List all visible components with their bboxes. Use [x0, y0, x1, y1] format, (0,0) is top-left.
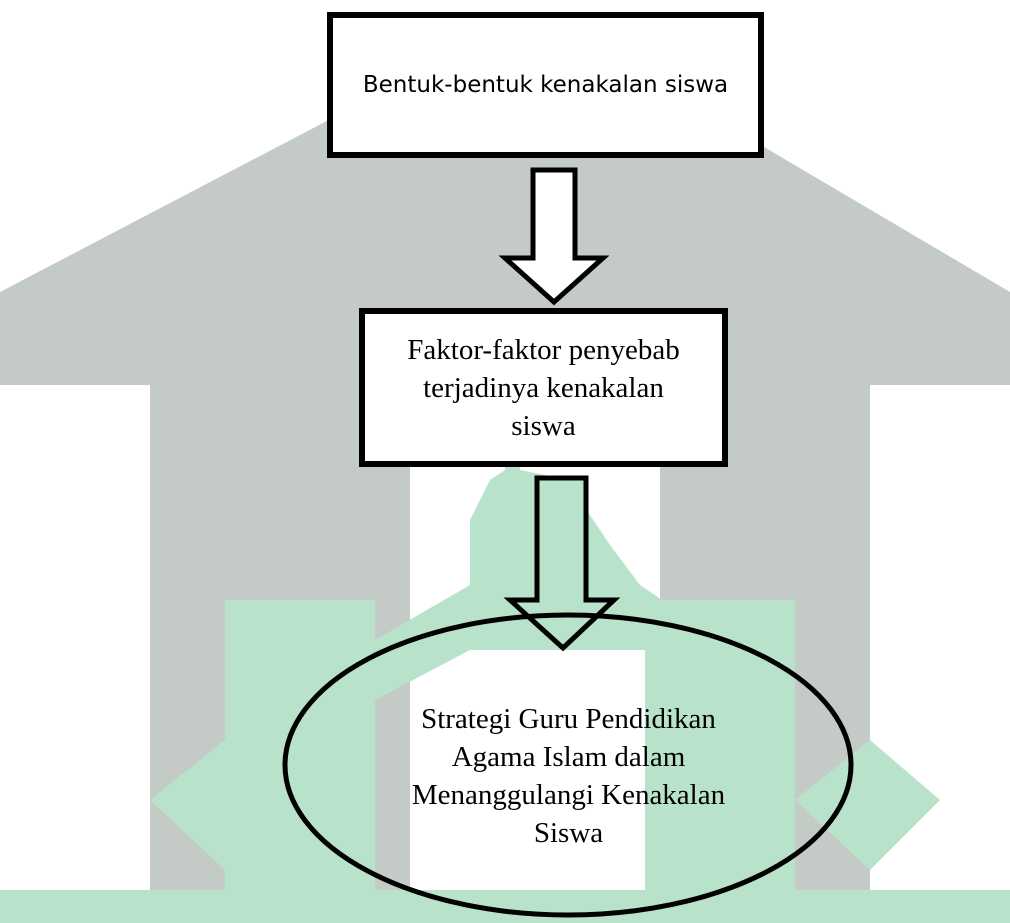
strategy-ellipse [282, 612, 854, 918]
box-bentuk-kenakalan: Bentuk-bentuk kenakalan siswa [327, 12, 764, 158]
box-faktor-line-2: terjadinya kenakalan [423, 371, 664, 404]
box-bentuk-kenakalan-text: Bentuk-bentuk kenakalan siswa [362, 72, 729, 98]
box-faktor-line-3: siswa [511, 409, 576, 442]
arrow-1 [498, 167, 610, 306]
strategy-line-2: Agama Islam dalam [451, 741, 686, 773]
strategy-ellipse-text: Strategi Guru Pendidikan Agama Islam dal… [336, 700, 801, 852]
arrow-2 [503, 475, 621, 652]
strategy-line-3: Menanggulangi Kenakalan [411, 779, 726, 811]
watermark-diamond-left [150, 740, 300, 870]
box-faktor-line-1: Faktor-faktor penyebab [407, 333, 680, 366]
watermark-base [0, 890, 1010, 923]
strategy-line-4: Siswa [533, 817, 604, 849]
box-faktor-penyebab: Faktor-faktor penyebab terjadinya kenaka… [359, 308, 728, 467]
watermark-diamond-right [795, 740, 940, 870]
strategy-line-1: Strategi Guru Pendidikan [421, 703, 716, 735]
watermark-green-band [375, 585, 795, 720]
